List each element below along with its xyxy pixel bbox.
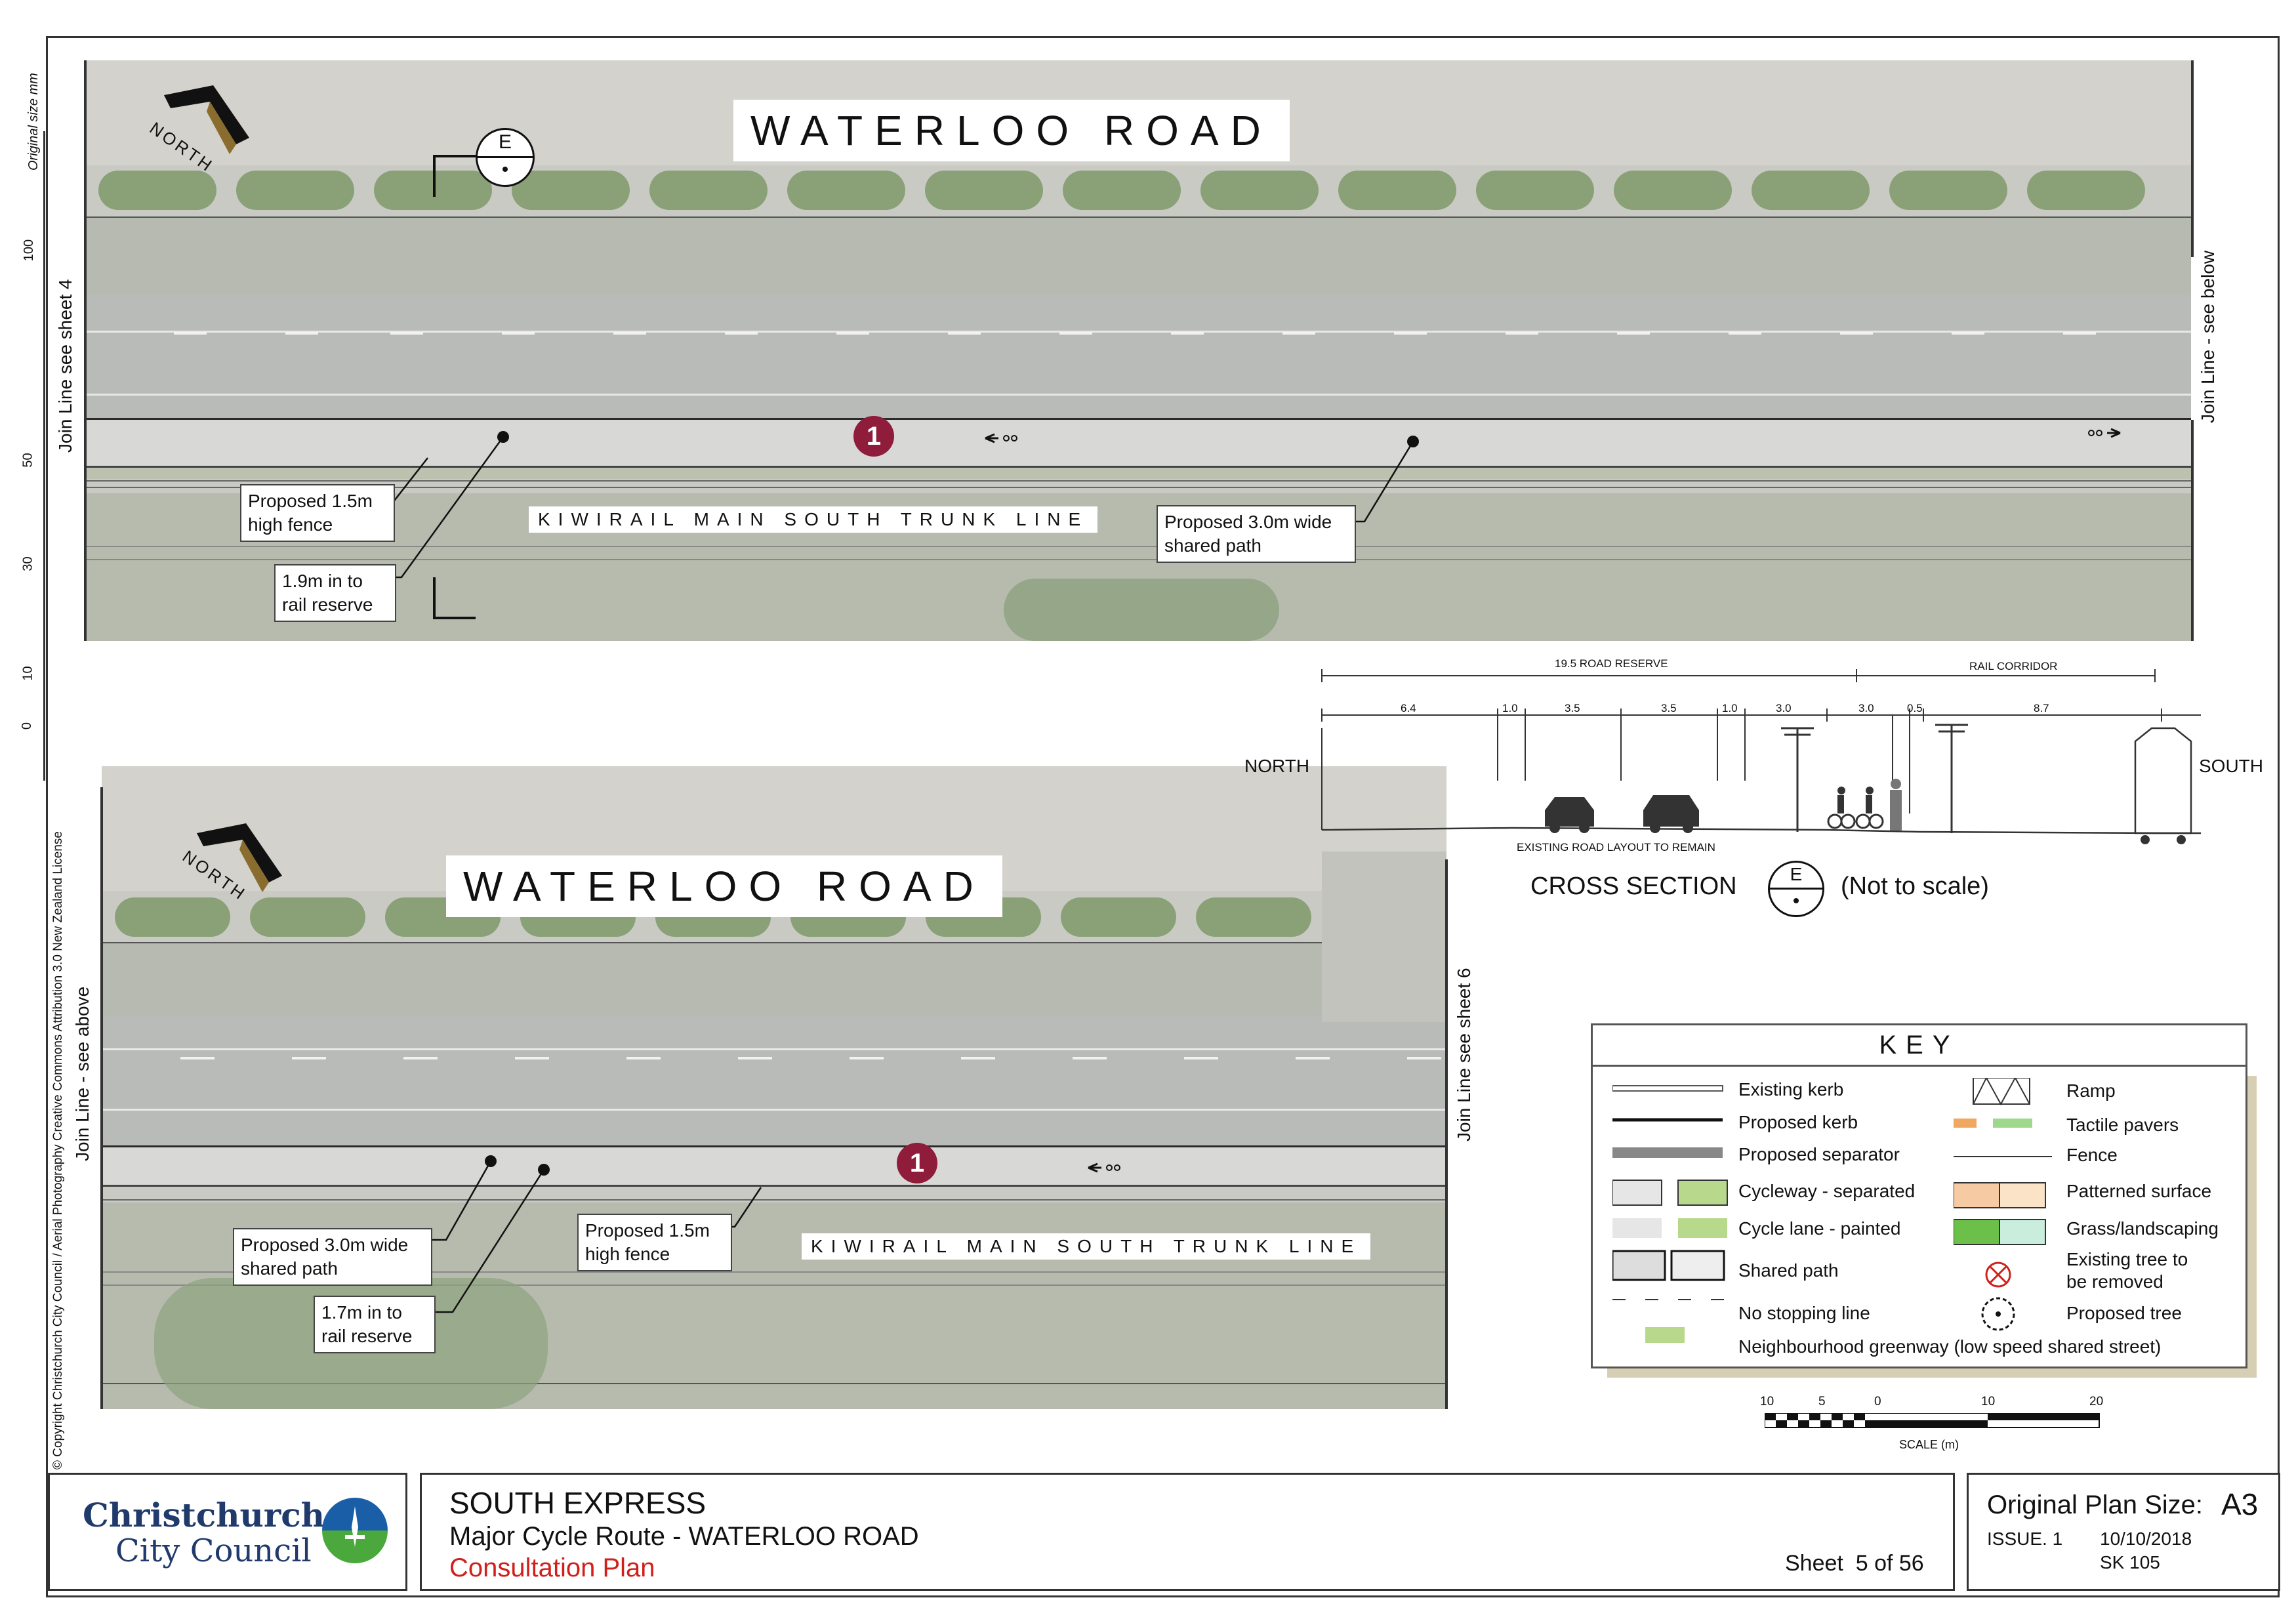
dim-0-5: 0.5 [1907, 702, 1923, 714]
scale-bar-block: 10 5 0 10 20 SCALE (m) [1758, 1391, 2112, 1456]
callout-fence-bottom: Proposed 1.5m high fence [577, 1214, 732, 1271]
route-marker-bottom: 1 [897, 1143, 937, 1183]
sheet-number: Sheet 5 of 56 [1785, 1551, 1924, 1576]
project-subtitle: Major Cycle Route - WATERLOO ROAD [449, 1522, 919, 1551]
north-arrow-icon [164, 85, 249, 154]
callout-path: Proposed 3.0m wide shared path [1157, 505, 1356, 563]
existing-layout-label: EXISTING ROAD LAYOUT TO REMAIN [1517, 841, 1715, 853]
cross-section-note: (Not to scale) [1841, 873, 1989, 900]
key-no-stopping-line: No stopping line [1738, 1303, 1870, 1323]
drawing-number: SK 105 [2100, 1552, 2160, 1572]
cross-section-drawing [1321, 669, 2201, 844]
north-arrow-icon-bottom [197, 823, 282, 892]
key-cycle-lane-painted: Cycle lane - painted [1738, 1218, 1901, 1239]
key-shared-path: Shared path [1738, 1260, 1839, 1281]
panel-top-left-edge [84, 60, 87, 641]
key-proposed-kerb: Proposed kerb [1738, 1112, 1858, 1132]
key-symbols-left [1612, 1085, 1728, 1343]
callout-reserve-bottom: 1.7m in to rail reserve [314, 1296, 436, 1353]
council-logo-block: Christchurch City Council [48, 1473, 407, 1591]
dim-6-4: 6.4 [1401, 702, 1416, 714]
issue-label: ISSUE. 1 [1987, 1529, 2063, 1549]
road-reserve-label: 19.5 ROAD RESERVE [1555, 657, 1668, 670]
scale-bar-graphic [1765, 1413, 2100, 1428]
cross-section-marker: E [1768, 861, 1824, 917]
scale-bar [43, 131, 45, 781]
drawing-frame [46, 36, 2280, 1597]
section-marker-dot [502, 167, 508, 172]
key-cycleway-separated: Cycleway - separated [1738, 1181, 1916, 1201]
callout-fence: Proposed 1.5m high fence [240, 484, 395, 542]
scale-tick-label-10b: 10 [1981, 1395, 1996, 1408]
north-side-label: NORTH [1244, 756, 1310, 776]
key-grass-landscaping: Grass/landscaping [2066, 1218, 2219, 1239]
section-marker-line-h [433, 155, 477, 157]
dim-3-5-a: 3.5 [1565, 702, 1580, 714]
council-logo-icon [322, 1498, 388, 1563]
dim-3-5-b: 3.5 [1661, 702, 1677, 714]
key-symbols-right [1954, 1078, 2052, 1331]
council-name-line2: City Council [115, 1532, 312, 1569]
key-tactile-pavers: Tactile pavers [2066, 1115, 2179, 1135]
key-ramp: Ramp [2066, 1080, 2116, 1101]
section-marker: E [476, 128, 535, 187]
section-cut-bottom-h [433, 617, 476, 619]
title-block-main: SOUTH EXPRESS Major Cycle Route - WATERL… [420, 1473, 1955, 1591]
key-existing-tree-removed: Existing tree to be removed [2066, 1249, 2188, 1292]
council-name-line1: Christchurch [83, 1496, 325, 1534]
dim-8-7: 8.7 [2034, 702, 2049, 714]
rail-corridor-label: RAIL CORRIDOR [1969, 660, 2058, 672]
key-proposed-separator: Proposed separator [1738, 1144, 1900, 1164]
cross-section: 19.5 ROAD RESERVE RAIL CORRIDOR 6.4 1.0 … [1237, 649, 2273, 925]
section-marker-label: E [498, 131, 512, 153]
margin-scale: Original size mm 100 50 30 10 0 [0, 52, 46, 781]
south-side-label: SOUTH [2199, 756, 2263, 776]
plan-size-label: Original Plan Size: [1987, 1490, 2204, 1519]
key-existing-kerb: Existing kerb [1738, 1079, 1844, 1099]
leader-lines-top [361, 436, 1414, 579]
rail-label-bottom: KIWIRAIL MAIN SOUTH TRUNK LINE [802, 1233, 1371, 1260]
callout-path-bottom: Proposed 3.0m wide shared path [233, 1228, 432, 1286]
project-title: SOUTH EXPRESS [449, 1486, 707, 1520]
key-title: KEY [1593, 1025, 2245, 1067]
cross-section-title: CROSS SECTION [1530, 873, 1737, 900]
cyclist-pedestrian-icon-bottom [1088, 1162, 1120, 1173]
plan-type: Consultation Plan [449, 1553, 655, 1582]
road-title: WATERLOO ROAD [733, 100, 1290, 161]
road-title-bottom: WATERLOO ROAD [446, 855, 1002, 917]
key-neighbourhood-greenway: Neighbourhood greenway (low speed shared… [1738, 1336, 2162, 1357]
section-cut-bottom [433, 577, 436, 618]
key-fence: Fence [2066, 1145, 2118, 1165]
panel-bottom-right-edge [1445, 859, 1448, 1409]
issue-date: 10/10/2018 [2100, 1529, 2192, 1549]
dim-3-0-b: 3.0 [1858, 702, 1874, 714]
callout-reserve: 1.9m in to rail reserve [274, 564, 396, 622]
cross-section-marker-label: E [1790, 864, 1803, 884]
scale-tick-label-0: 0 [1874, 1395, 1881, 1408]
plan-size-value: A3 [2221, 1487, 2259, 1521]
panel-top-right-edge-lower [2191, 420, 2194, 641]
aerial-top [85, 60, 2191, 641]
key-panel: KEY Existing kerb Proposed kerb Proposed… [1591, 1023, 2247, 1368]
scale-tick-label-20: 20 [2089, 1395, 2104, 1408]
panel-top-right-edge [2191, 60, 2194, 257]
scale-tick-0: 0 [20, 722, 35, 730]
scale-tick-label-10a: 10 [1760, 1395, 1774, 1408]
panel-bottom-left-edge [100, 787, 103, 1409]
section-marker-line [433, 156, 436, 197]
key-patterned-surface: Patterned surface [2066, 1181, 2212, 1201]
cyclist-pedestrian-icon-right [2088, 428, 2121, 438]
route-marker: 1 [853, 416, 894, 457]
dim-1-0-b: 1.0 [1722, 702, 1738, 714]
scale-tick-label-5: 5 [1818, 1395, 1826, 1408]
title-block-meta: Original Plan Size: A3 ISSUE. 1 10/10/20… [1967, 1473, 2280, 1591]
scale-tick-10: 10 [20, 666, 35, 681]
cyclist-pedestrian-icon [985, 433, 1017, 443]
key-proposed-tree: Proposed tree [2066, 1303, 2182, 1323]
rail-label: KIWIRAIL MAIN SOUTH TRUNK LINE [529, 506, 1098, 533]
scale-label: SCALE (m) [1899, 1438, 1959, 1451]
dim-3-0-a: 3.0 [1776, 702, 1792, 714]
dim-1-0-a: 1.0 [1502, 702, 1518, 714]
